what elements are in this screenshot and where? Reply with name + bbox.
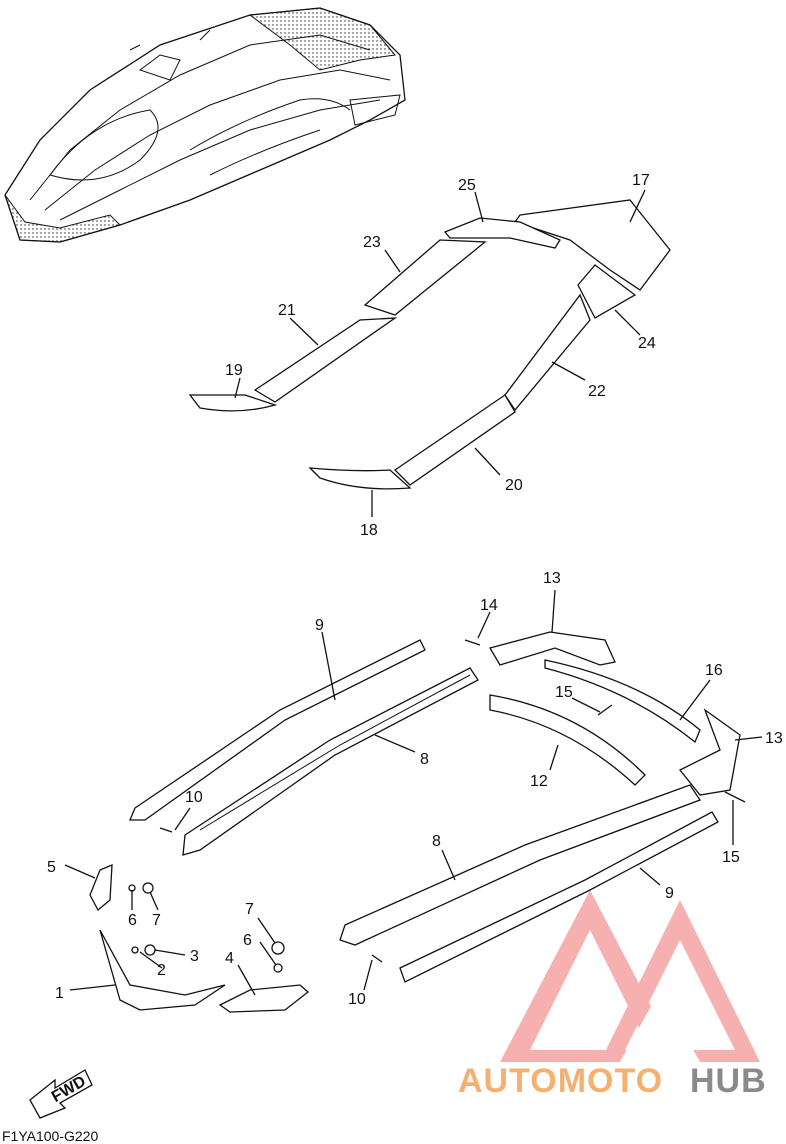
washer-6b — [273, 963, 283, 973]
callout-10a: 10 — [185, 789, 203, 806]
callout-1: 1 — [55, 985, 64, 1002]
callout-21: 21 — [278, 302, 296, 319]
callout-5: 5 — [47, 859, 56, 876]
callout-8b: 8 — [432, 833, 441, 850]
callout-2: 2 — [157, 962, 166, 979]
callout-24: 24 — [638, 335, 656, 352]
rail-16 — [544, 659, 701, 744]
nut-3 — [144, 944, 156, 956]
nut-7a — [142, 882, 154, 894]
callout-12: 13 — [543, 570, 561, 587]
guard-11 — [678, 708, 741, 796]
mat-22 — [504, 293, 591, 412]
rail-9-right — [399, 811, 719, 983]
callout-22: 22 — [588, 383, 606, 400]
rivet-14 — [597, 704, 613, 716]
callout-7a: 7 — [152, 912, 161, 929]
callout-19: 19 — [225, 362, 243, 379]
callout-4: 4 — [225, 950, 234, 967]
watermark-logo — [500, 890, 760, 1062]
callout-6a: 6 — [128, 912, 137, 929]
rail-8-right — [339, 784, 701, 946]
cover-5 — [89, 864, 113, 912]
callout-6b: 6 — [243, 932, 252, 949]
guard-12 — [489, 631, 616, 666]
callout-18: 18 — [360, 522, 378, 539]
callout-20: 20 — [505, 477, 523, 494]
callout-17: 17 — [632, 172, 650, 189]
leader-lines — [64, 189, 763, 996]
watermark-text-automoto: AUTOMOTO — [458, 1062, 663, 1100]
callout-7b: 7 — [245, 901, 254, 918]
mat-20 — [393, 394, 516, 486]
rail-15 — [489, 694, 646, 786]
mat-23 — [363, 239, 487, 316]
callout-9a: 9 — [315, 617, 324, 634]
rivet-10b — [371, 954, 383, 963]
deck-mats — [188, 199, 671, 490]
callout-11: 13 — [765, 730, 783, 747]
fwd-arrow-icon: FWD — [29, 1069, 93, 1119]
rails-and-guards — [89, 631, 746, 1013]
rivet-13a — [464, 639, 481, 646]
callout-labels: 25 17 23 21 19 24 22 20 18 13 14 9 16 15… — [47, 172, 783, 1008]
mat-19 — [188, 394, 278, 412]
rivet-13b — [724, 791, 746, 803]
callout-13a: 14 — [480, 597, 498, 614]
callout-9b: 9 — [665, 885, 674, 902]
rail-8-left — [182, 667, 479, 856]
callout-16: 16 — [705, 662, 723, 679]
nut-7b — [271, 941, 285, 955]
mat-24 — [577, 264, 637, 319]
callout-8a: 8 — [420, 751, 429, 768]
guard-1 — [99, 929, 226, 1011]
callout-13b: 15 — [722, 849, 740, 866]
cover-4 — [218, 984, 310, 1013]
fwd-label: FWD — [49, 1073, 89, 1106]
callout-25: 25 — [458, 177, 476, 194]
callout-14: 15 — [555, 684, 573, 701]
mat-21 — [253, 317, 398, 403]
drawing-code: F1YA100-G220 — [2, 1128, 99, 1144]
watermark-text-hub: HUB — [690, 1062, 767, 1100]
mat-18 — [308, 467, 412, 490]
callout-15: 12 — [530, 773, 548, 790]
callout-3: 3 — [190, 948, 199, 965]
callout-23: 23 — [363, 234, 381, 251]
jetski-overview — [4, 7, 406, 243]
washer-2 — [131, 946, 139, 954]
rail-9-left — [129, 639, 426, 821]
rivet-10a — [159, 827, 173, 833]
callout-10b: 10 — [348, 991, 366, 1008]
mat-25 — [443, 217, 561, 249]
